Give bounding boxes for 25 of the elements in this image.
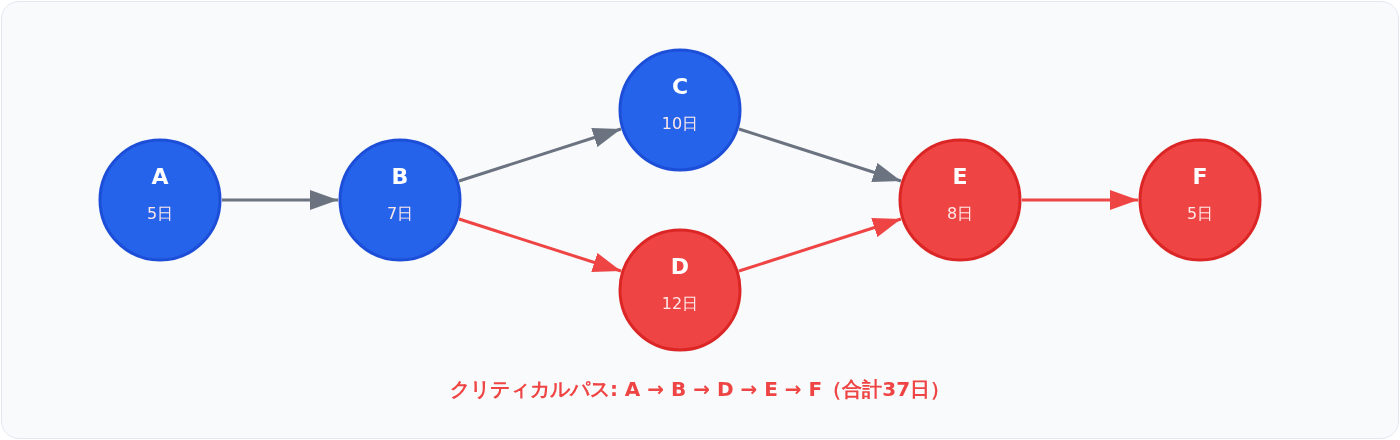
duration-label: 8日 [945, 204, 975, 225]
task-letter: B [390, 164, 410, 189]
duration-label: 5日 [145, 204, 175, 225]
task-circle [618, 228, 742, 352]
critical-path-note: クリティカルパス: A → B → D → E → F（合計37日） [449, 377, 951, 401]
task-letter: C [670, 74, 690, 99]
duration-label: 7日 [385, 204, 415, 225]
task-circle [98, 138, 222, 262]
task-letter: E [951, 164, 969, 189]
arrow [1022, 190, 1138, 210]
task-letter: D [669, 254, 691, 279]
task-circle [898, 138, 1022, 262]
arrow [458, 217, 622, 273]
duration-label: 10日 [660, 114, 700, 135]
task-letter: F [1191, 164, 1209, 189]
duration-label: 5日 [1185, 204, 1215, 225]
task-circle [618, 48, 742, 172]
arrow [222, 190, 338, 210]
arrow [458, 127, 622, 183]
task-letter: A [150, 164, 170, 189]
duration-label: 12日 [660, 294, 700, 315]
arrow [738, 127, 902, 183]
task-circle [1138, 138, 1262, 262]
arrow [738, 217, 902, 273]
task-circle [338, 138, 462, 262]
